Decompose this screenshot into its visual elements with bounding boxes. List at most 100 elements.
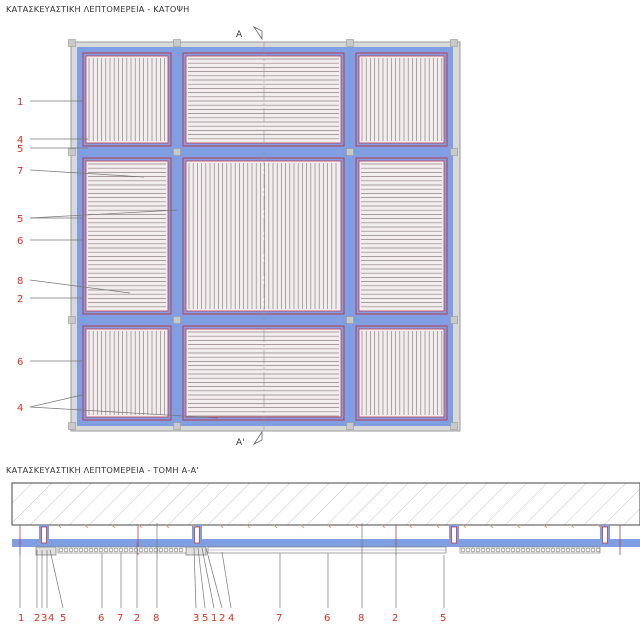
section-slat-end xyxy=(73,547,79,553)
section-hanger-core xyxy=(451,526,457,544)
section-callout: 8 xyxy=(153,613,159,624)
section-slat-end xyxy=(475,547,481,553)
section-slat-end xyxy=(505,547,511,553)
section-tick xyxy=(192,524,197,529)
section-callout: 6 xyxy=(98,613,104,624)
section-panels xyxy=(35,546,601,556)
section-slat-end xyxy=(78,547,84,553)
section-tick xyxy=(597,524,602,529)
plan-title: ΚΑΤΑΣΚΕΥΑΣΤΙΚΗ ΛΕΠΤΟΜΕΡΕΙΑ - ΚΑΤΟΨΗ xyxy=(6,4,190,14)
plan-frame-outline xyxy=(82,325,172,421)
plan-node xyxy=(346,39,354,47)
section-callout: 7 xyxy=(276,613,282,624)
plan-node xyxy=(173,39,181,47)
plan-callout: 8 xyxy=(17,276,23,287)
section-slat-end xyxy=(580,547,586,553)
section-slat-end xyxy=(163,547,169,553)
section-slat-end xyxy=(545,547,551,553)
section-slat-end xyxy=(68,547,74,553)
plan-panel xyxy=(185,55,342,144)
section-tick xyxy=(84,524,89,529)
section-callout: 8 xyxy=(358,613,364,624)
plan-callout: 6 xyxy=(17,236,23,247)
section-hanger-core xyxy=(194,526,200,544)
section-slat-end xyxy=(575,547,581,553)
section-slat-end xyxy=(465,547,471,553)
section-tick xyxy=(354,524,359,529)
section-tick xyxy=(165,524,170,529)
section-slat-end xyxy=(113,547,119,553)
plan-node xyxy=(346,148,354,156)
section-slat-end xyxy=(485,547,491,553)
section-slat-end xyxy=(525,547,531,553)
section-tick xyxy=(489,524,494,529)
plan-callout: 5 xyxy=(17,214,23,225)
plan-node xyxy=(68,422,76,430)
plan-node xyxy=(346,422,354,430)
section-tick xyxy=(408,524,413,529)
section-tick xyxy=(381,524,386,529)
section-slat-end xyxy=(470,547,476,553)
section-slat-end xyxy=(590,547,596,553)
plan-node xyxy=(450,316,458,324)
section-slat-end xyxy=(128,547,134,553)
section-tick xyxy=(57,524,62,529)
plan-callout: 6 xyxy=(17,357,23,368)
section-slat-end xyxy=(555,547,561,553)
plan-callout: 4 xyxy=(17,135,23,146)
section-slat-end xyxy=(570,547,576,553)
section-callout: 4 xyxy=(228,613,234,624)
plan-panel xyxy=(358,328,445,418)
section-slat-end xyxy=(108,547,114,553)
section-arrow-bottom xyxy=(252,430,263,446)
plan-panel xyxy=(358,55,445,144)
section-marker-top: Α xyxy=(236,30,243,40)
section-tick xyxy=(273,524,278,529)
section-slat-end xyxy=(178,547,184,553)
section-view xyxy=(11,482,640,556)
plan-frame-outline xyxy=(355,325,448,421)
section-slat-end xyxy=(490,547,496,553)
section-hanger-core xyxy=(41,526,47,544)
plan-callout-labels: 1 4 5 7 5 6 8 2 6 4 xyxy=(17,97,23,414)
section-leader-lines xyxy=(19,523,445,609)
section-slat-end xyxy=(138,547,144,553)
section-tick xyxy=(111,524,116,529)
plan-panel xyxy=(185,328,342,418)
section-callout: 4 xyxy=(48,613,54,624)
section-callout: 2 xyxy=(34,613,40,624)
plan-view: Α Α' xyxy=(68,25,461,448)
section-tick xyxy=(219,524,224,529)
section-slat-end xyxy=(173,547,179,553)
plan-frame-outline xyxy=(182,325,345,421)
section-arrow-top xyxy=(252,25,263,41)
section-slat-end xyxy=(460,547,466,553)
section-marker-bottom: Α' xyxy=(236,438,245,448)
section-slat-end xyxy=(58,547,64,553)
plan-node xyxy=(173,316,181,324)
section-slat-end xyxy=(540,547,546,553)
section-slat-end xyxy=(595,547,601,553)
section-tick xyxy=(516,524,521,529)
section-callout: 5 xyxy=(60,613,66,624)
section-tick xyxy=(138,524,143,529)
section-tick xyxy=(543,524,548,529)
plan-panel xyxy=(85,160,169,312)
plan-callout: 1 xyxy=(17,97,23,108)
section-callout: 5 xyxy=(202,613,208,624)
section-tick xyxy=(435,524,440,529)
section-callout: 1 xyxy=(211,613,217,624)
section-callout: 6 xyxy=(324,613,330,624)
section-tick xyxy=(327,524,332,529)
plan-frame-outline xyxy=(82,157,172,315)
section-slat-end xyxy=(560,547,566,553)
section-hangers xyxy=(39,525,610,545)
section-slat-end xyxy=(63,547,69,553)
plan-node xyxy=(173,422,181,430)
plan-node xyxy=(346,316,354,324)
plan-nodes xyxy=(68,39,458,430)
section-callout: 2 xyxy=(134,613,140,624)
section-slat-end xyxy=(88,547,94,553)
plan-frame-outline xyxy=(182,52,345,147)
